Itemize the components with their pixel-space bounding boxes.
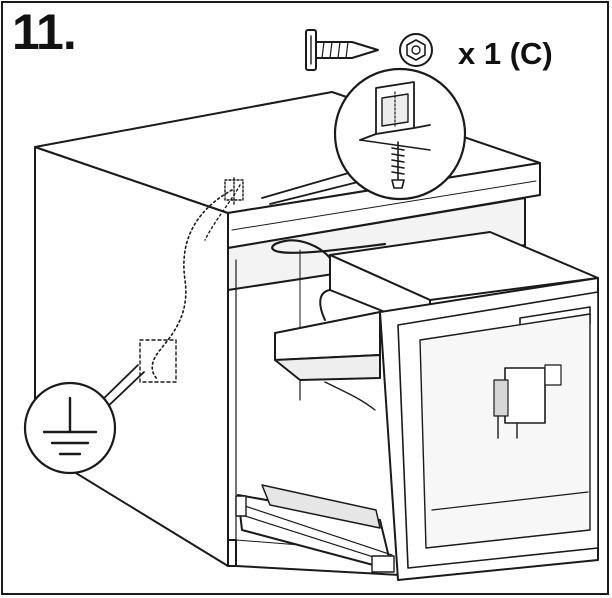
detail-callout — [335, 69, 465, 199]
bracket-detail — [360, 82, 430, 150]
hex-nut-icon — [400, 34, 432, 66]
appliance-dispenser — [505, 368, 545, 423]
ground-symbol-icon — [44, 398, 96, 454]
power-cable — [272, 240, 385, 258]
appliance-shelf — [275, 312, 380, 360]
socket-location-marker — [140, 340, 176, 382]
step-number: 11. — [12, 4, 77, 60]
cabinet-side-panel — [35, 147, 228, 566]
drawer-slide — [236, 485, 394, 572]
hardware-quantity-label: x 1 (C) — [458, 36, 553, 71]
screw-icon — [306, 30, 378, 70]
cabinet-plinth — [228, 540, 236, 566]
appliance — [275, 232, 598, 580]
hidden-cable-route — [152, 190, 232, 380]
screw-detail — [392, 142, 404, 188]
screw-location-marker — [225, 178, 243, 205]
